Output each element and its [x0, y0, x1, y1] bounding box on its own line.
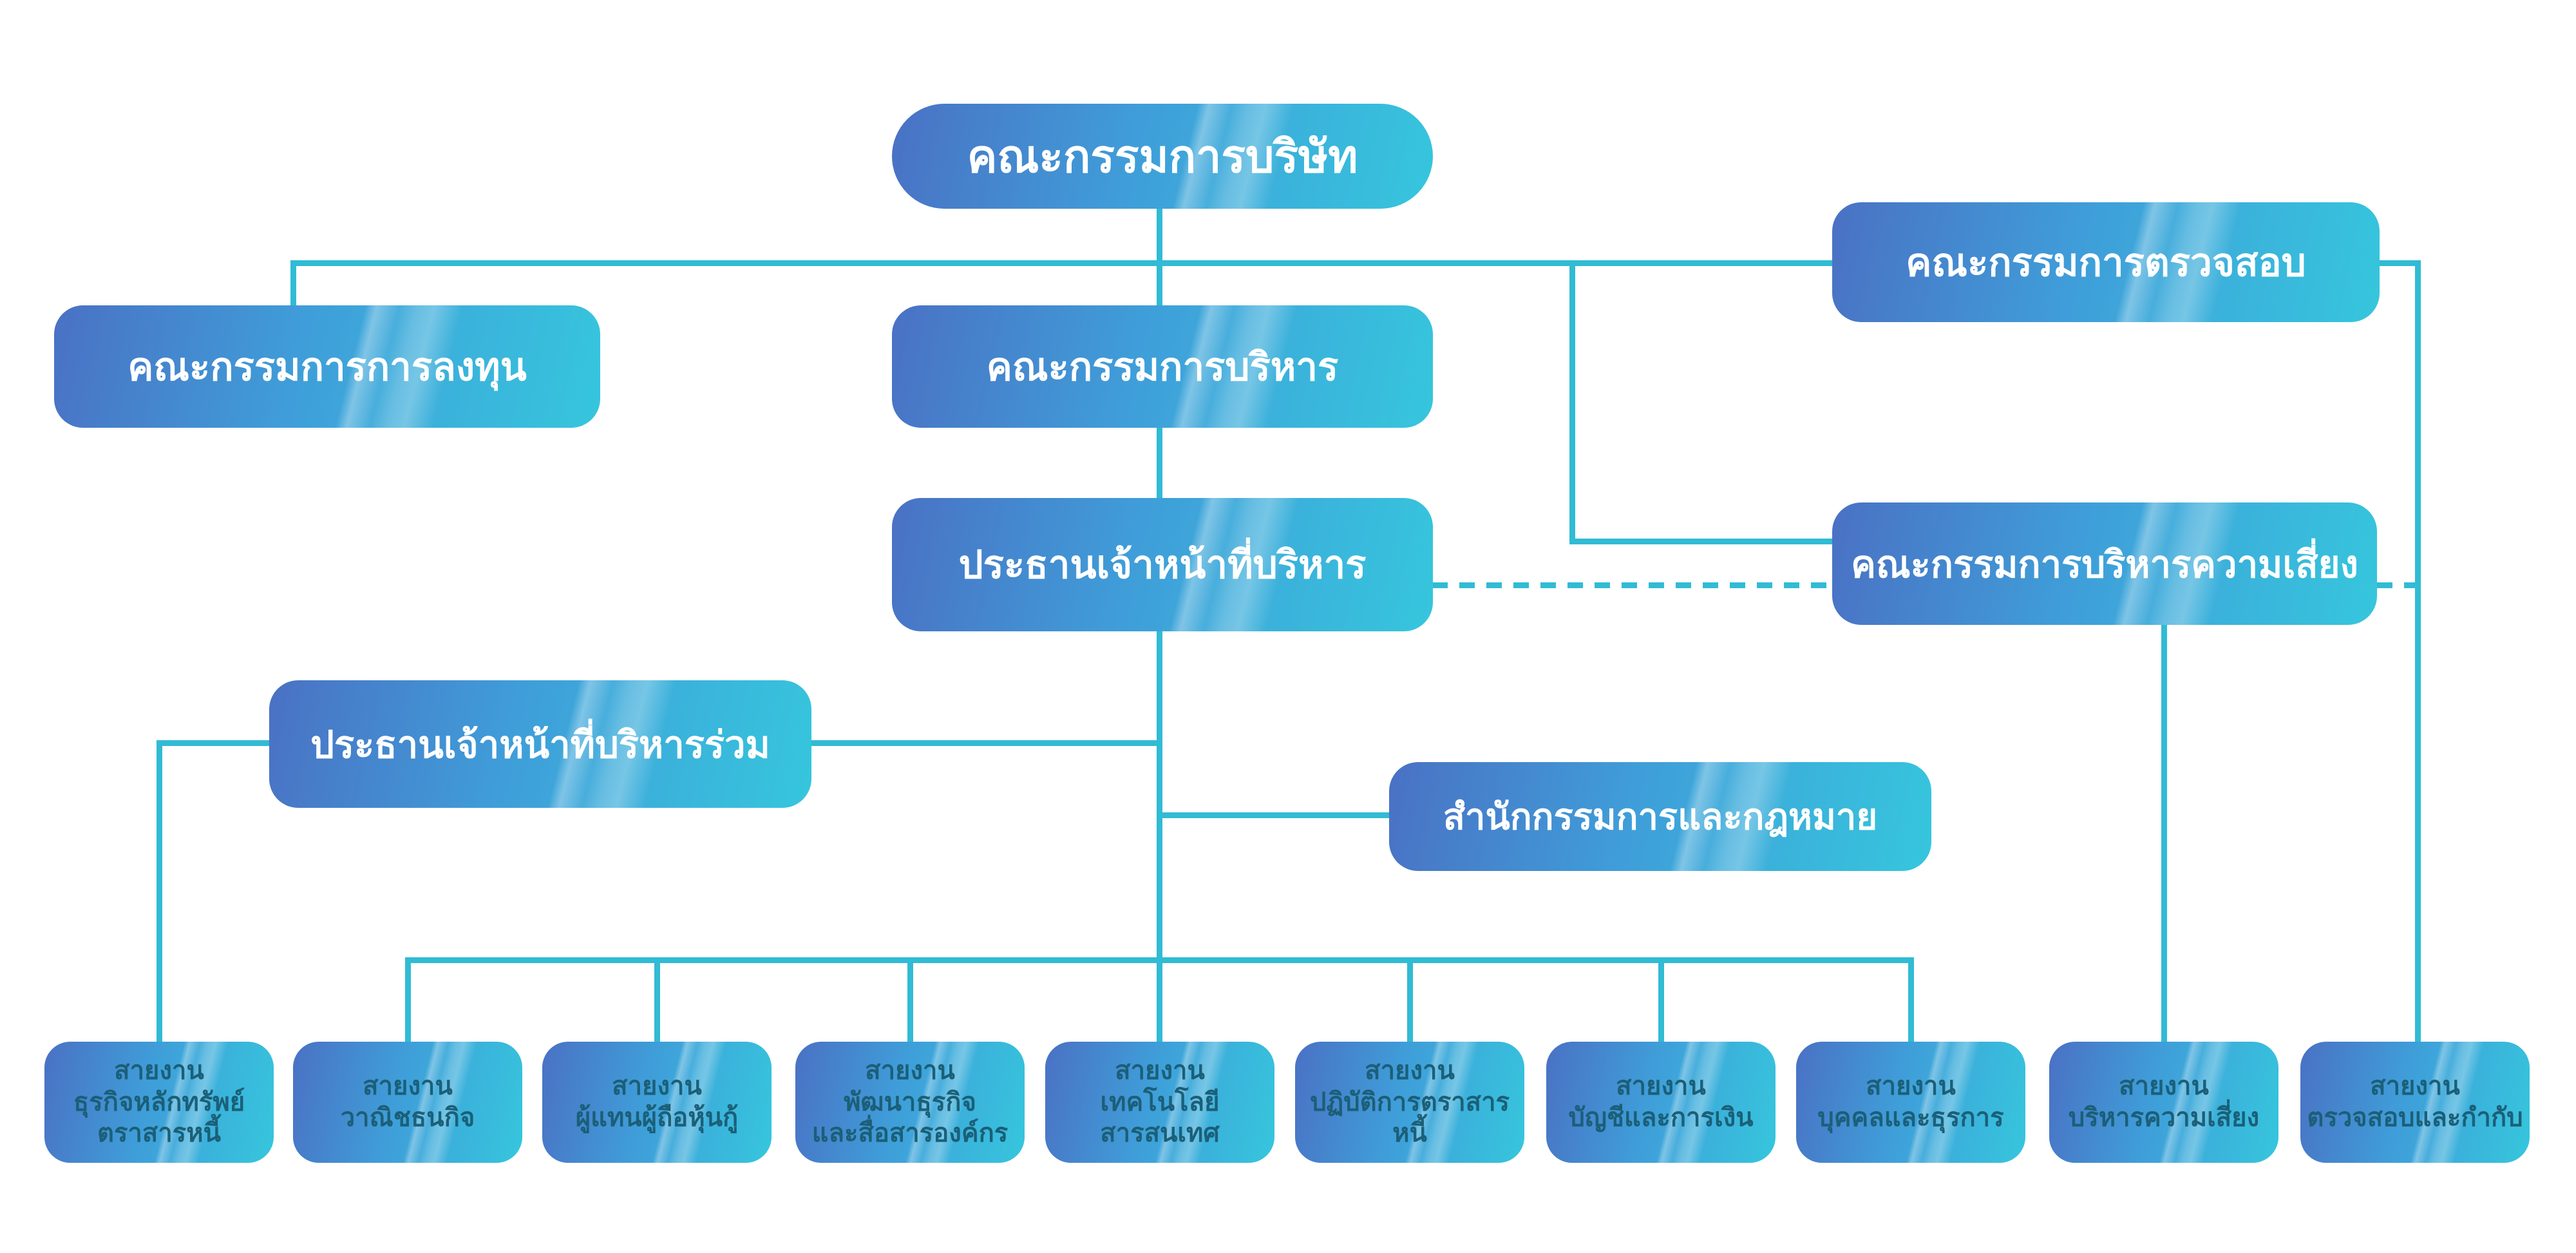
node-label: สายงาน บัญชีและการเงิน [1568, 1072, 1754, 1132]
connector-board-drop [1157, 206, 1162, 308]
connector-dashed-ceo-to-risk [1432, 582, 1832, 588]
node-label: สายงาน พัฒนาธุรกิจ และสื่อสารองค์กร [811, 1056, 1009, 1148]
connector-dashed-risk-to-right [2377, 582, 2418, 588]
connector-leaf8-drop [1908, 957, 1914, 1044]
node-label: คณะกรรมการบริหาร [986, 345, 1339, 388]
node-label: สายงาน บุคคลและธุรการ [1817, 1072, 2004, 1132]
node-division-personnel-and-administration: สายงาน บุคคลและธุรการ [1796, 1042, 2025, 1163]
node-label: คณะกรรมการบริหารความเสี่ยง [1851, 543, 2358, 586]
node-division-accounting-and-finance: สายงาน บัญชีและการเงิน [1546, 1042, 1776, 1163]
node-label: ประธานเจ้าหน้าที่บริหาร [958, 543, 1367, 586]
node-board-office-and-legal: สำนักกรรมการและกฎหมาย [1389, 762, 1931, 871]
connector-investment-drop [290, 260, 296, 309]
connector-leaf6-drop [1407, 957, 1413, 1044]
connector-leaf7-drop [1658, 957, 1664, 1044]
connector-audit-right-vertical [2415, 260, 2421, 1044]
connector-ceo-down-vertical [1157, 629, 1162, 1044]
node-division-bondholder-representative: สายงาน ผู้แทนผู้ถือหุ้นกู้ [542, 1042, 772, 1163]
node-investment-committee: คณะกรรมการการลงทุน [54, 305, 600, 428]
connector-co-ceo-left-horizontal [156, 740, 272, 746]
node-label: สายงาน วาณิชธนกิจ [340, 1072, 475, 1132]
node-label: คณะกรรมการบริษัท [967, 131, 1358, 182]
connector-risk-to-leaf9 [2161, 622, 2167, 1044]
node-co-chief-executive-officer: ประธานเจ้าหน้าที่บริหารร่วม [269, 680, 811, 808]
connector-leaf4-drop [907, 957, 913, 1044]
node-executive-committee: คณะกรรมการบริหาร [892, 305, 1433, 428]
node-label: คณะกรรมการตรวจสอบ [1906, 240, 2306, 284]
connector-co-ceo-right-horizontal [809, 740, 1162, 746]
node-risk-management-committee: คณะกรรมการบริหารความเสี่ยง [1832, 502, 2377, 625]
node-label: สายงาน ตรวจสอบและกำกับ [2307, 1072, 2523, 1132]
node-label: สำนักกรรมการและกฎหมาย [1443, 796, 1878, 837]
node-label: ประธานเจ้าหน้าที่บริหารร่วม [310, 723, 770, 766]
connector-risk-elbow-horizontal [1569, 539, 1835, 544]
connector-executive-to-ceo [1157, 425, 1162, 501]
connector-leaf3-drop [654, 957, 660, 1044]
node-label: สายงาน ธุรกิจหลักทรัพย์ ตราสารหนี้ [73, 1056, 245, 1148]
node-label: สายงาน ปฏิบัติการตราสารหนี้ [1309, 1056, 1510, 1148]
node-division-business-development-corporate-communications: สายงาน พัฒนาธุรกิจ และสื่อสารองค์กร [795, 1042, 1025, 1163]
node-label: สายงาน ผู้แทนผู้ถือหุ้นกู้ [575, 1072, 739, 1132]
node-label: สายงาน บริหารความเสี่ยง [2068, 1072, 2260, 1132]
node-division-debt-instruments-operations: สายงาน ปฏิบัติการตราสารหนี้ [1295, 1042, 1524, 1163]
connector-bus-horizontal [405, 957, 1914, 963]
node-division-information-technology: สายงาน เทคโนโลยีสารสนเทศ [1045, 1042, 1274, 1163]
node-division-risk-management: สายงาน บริหารความเสี่ยง [2049, 1042, 2278, 1163]
node-label: สายงาน เทคโนโลยีสารสนเทศ [1100, 1056, 1220, 1148]
node-chief-executive-officer: ประธานเจ้าหน้าที่บริหาร [892, 498, 1433, 631]
node-label: คณะกรรมการการลงทุน [128, 345, 527, 388]
node-audit-committee: คณะกรรมการตรวจสอบ [1832, 202, 2380, 322]
connector-top-branch-horizontal [290, 260, 2421, 266]
connector-office-branch-horizontal [1159, 812, 1392, 818]
node-division-audit-and-compliance: สายงาน ตรวจสอบและกำกับ [2300, 1042, 2530, 1163]
connector-risk-elbow-vertical [1569, 260, 1575, 544]
node-division-debt-securities-business: สายงาน ธุรกิจหลักทรัพย์ ตราสารหนี้ [44, 1042, 274, 1163]
node-division-investment-banking: สายงาน วาณิชธนกิจ [293, 1042, 522, 1163]
node-board-of-directors: คณะกรรมการบริษัท [892, 104, 1433, 209]
connector-leaf1-drop [156, 740, 162, 1044]
connector-leaf2-drop [405, 957, 411, 1044]
